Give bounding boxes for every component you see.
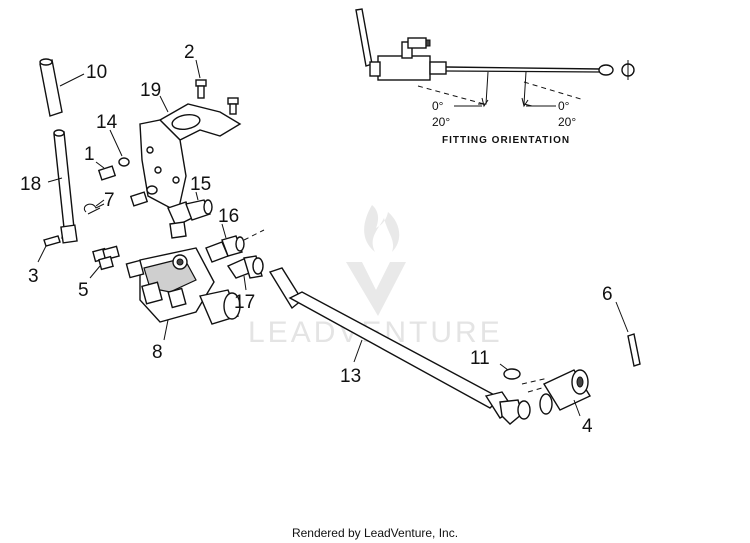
part-3-pin <box>37 235 61 263</box>
callout-4: 4 <box>582 416 593 437</box>
part-14-lock-washer <box>109 129 158 195</box>
fitting-orientation-caption: FITTING ORIENTATION <box>442 135 570 146</box>
part-4-adapter-fitting <box>521 369 592 417</box>
callout-18: 18 <box>20 174 41 195</box>
callout-16: 16 <box>218 206 239 227</box>
part-15-elbow-fitting <box>167 191 213 239</box>
callout-8: 8 <box>152 342 163 363</box>
inset-valve-body <box>377 55 431 81</box>
angle-label-left-20: 20° <box>432 115 450 129</box>
callout-11: 11 <box>470 348 490 369</box>
callout-6: 6 <box>602 284 613 305</box>
part-8-control-valve <box>125 247 241 341</box>
callout-17: 17 <box>234 292 255 313</box>
fitting-orientation-inset: 0° 20° 0° 20° FITTING ORIENTATION <box>355 8 635 146</box>
inset-control-rod <box>445 66 601 70</box>
exploded-parts-diagram: LEADVENTURE 0° 20° 0° 20° FITTING ORIE <box>20 8 641 437</box>
callout-1: 1 <box>84 144 95 165</box>
part-13-hydraulic-hose <box>268 267 531 425</box>
part-11-o-ring <box>499 363 521 380</box>
angle-label-left-0: 0° <box>432 99 444 113</box>
footer-credit: Rendered by LeadVenture, Inc. <box>291 526 459 540</box>
part-10-handle-grip <box>39 58 85 117</box>
part-16-straight-fitting <box>205 223 265 263</box>
callout-7: 7 <box>104 190 115 211</box>
callout-3: 3 <box>28 266 39 287</box>
angle-label-right-0: 0° <box>558 99 570 113</box>
callout-2: 2 <box>184 42 195 63</box>
part-7-hair-pin-clip <box>83 199 105 215</box>
leadventure-watermark-logo <box>346 205 406 316</box>
part-17-swivel-elbow <box>226 255 264 291</box>
inset-elbow-fitting <box>407 37 427 49</box>
inset-handle <box>355 8 373 67</box>
angle-label-right-20: 20° <box>558 115 576 129</box>
callout-13: 13 <box>340 366 361 387</box>
part-18-control-lever <box>47 129 78 244</box>
part-1-bolt <box>95 161 149 207</box>
part-2-bolt <box>195 59 239 115</box>
part-6-cotter-pin <box>615 301 641 367</box>
callout-5: 5 <box>78 280 89 301</box>
callout-14: 14 <box>96 112 118 133</box>
callout-10: 10 <box>86 62 107 83</box>
part-5-clevis <box>89 245 120 279</box>
inset-rod-end <box>598 64 614 76</box>
callout-15: 15 <box>190 174 211 195</box>
callout-19: 19 <box>140 80 161 101</box>
